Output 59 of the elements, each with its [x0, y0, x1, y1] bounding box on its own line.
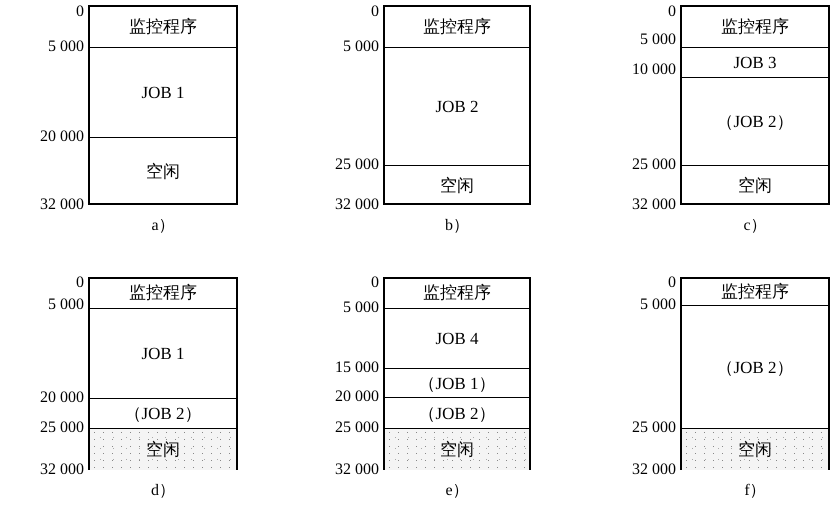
address-label: 32 000	[335, 461, 379, 479]
address-label: 20 000	[335, 388, 379, 406]
figure-caption: c）	[743, 216, 767, 236]
memory-segment	[385, 428, 529, 470]
segment-label: （JOB 2）	[716, 356, 794, 378]
segment-label: 空闲	[738, 175, 772, 197]
segment-label: JOB 4	[436, 328, 478, 348]
address-label: 32 000	[632, 461, 676, 479]
address-label: 25 000	[335, 419, 379, 437]
address-label: 0	[76, 3, 84, 21]
address-label: 5 000	[640, 31, 676, 49]
segment-label: 监控程序	[423, 16, 491, 38]
segment-label: （JOB 1）	[418, 372, 496, 394]
address-label: 25 000	[40, 419, 84, 437]
figure-caption: e）	[445, 481, 469, 501]
segment-label: 监控程序	[129, 282, 197, 304]
figure-caption: a）	[151, 216, 175, 236]
address-label: 0	[371, 274, 379, 292]
segment-label: 监控程序	[129, 16, 197, 38]
address-label: 20 000	[40, 389, 84, 407]
segment-label: JOB 3	[734, 52, 776, 72]
figure-caption: f）	[744, 481, 766, 501]
address-label: 5 000	[48, 296, 84, 314]
address-label: 25 000	[335, 156, 379, 174]
address-label: 32 000	[40, 196, 84, 214]
memory-segment	[90, 428, 236, 470]
address-label: 10 000	[632, 61, 676, 79]
segment-label: 监控程序	[721, 16, 789, 38]
address-label: 0	[668, 274, 676, 292]
address-label: 32 000	[632, 196, 676, 214]
figure-caption: d）	[151, 481, 175, 501]
segment-label: 监控程序	[721, 280, 789, 302]
address-label: 25 000	[632, 419, 676, 437]
address-label: 15 000	[335, 359, 379, 377]
address-label: 0	[668, 3, 676, 21]
address-label: 0	[76, 274, 84, 292]
figure-caption: b）	[445, 216, 469, 236]
address-label: 32 000	[335, 196, 379, 214]
segment-label: 空闲	[440, 175, 474, 197]
segment-label: （JOB 2）	[716, 111, 794, 133]
segment-label: （JOB 2）	[124, 403, 202, 425]
segment-label: 空闲	[738, 439, 772, 461]
segment-label: 空闲	[146, 439, 180, 461]
address-label: 5 000	[640, 296, 676, 314]
segment-label: JOB 1	[142, 82, 184, 102]
segment-label: JOB 2	[436, 96, 478, 116]
segment-label: 空闲	[440, 439, 474, 461]
segment-label: JOB 1	[142, 344, 184, 364]
address-label: 0	[371, 3, 379, 21]
segment-label: 监控程序	[423, 282, 491, 304]
address-label: 32 000	[40, 461, 84, 479]
address-label: 5 000	[48, 38, 84, 56]
segment-label: （JOB 2）	[418, 402, 496, 424]
address-label: 20 000	[40, 128, 84, 146]
address-label: 25 000	[632, 156, 676, 174]
address-label: 5 000	[343, 299, 379, 317]
segment-label: 空闲	[146, 161, 180, 183]
address-label: 5 000	[343, 38, 379, 56]
memory-segment	[682, 428, 828, 470]
